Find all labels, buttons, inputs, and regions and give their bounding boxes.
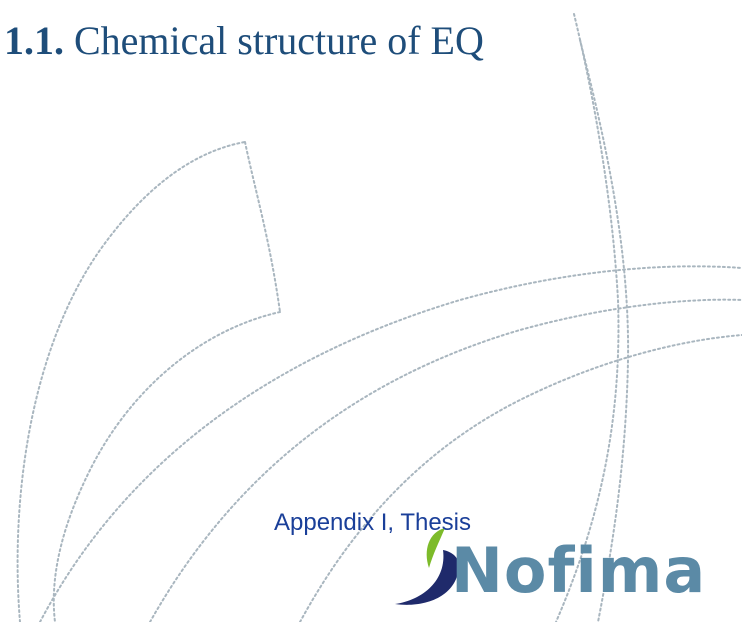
section-number: 1.1. xyxy=(4,18,64,63)
slide-heading: 1.1. Chemical structure of EQ xyxy=(4,17,484,65)
nofima-logo: Nofima xyxy=(395,528,706,607)
logo-wordmark: Nofima xyxy=(451,534,706,607)
footer-text: Appendix I, Thesis xyxy=(274,509,472,536)
section-title: Chemical structure of EQ xyxy=(74,18,484,63)
swoosh-icon xyxy=(395,528,459,605)
